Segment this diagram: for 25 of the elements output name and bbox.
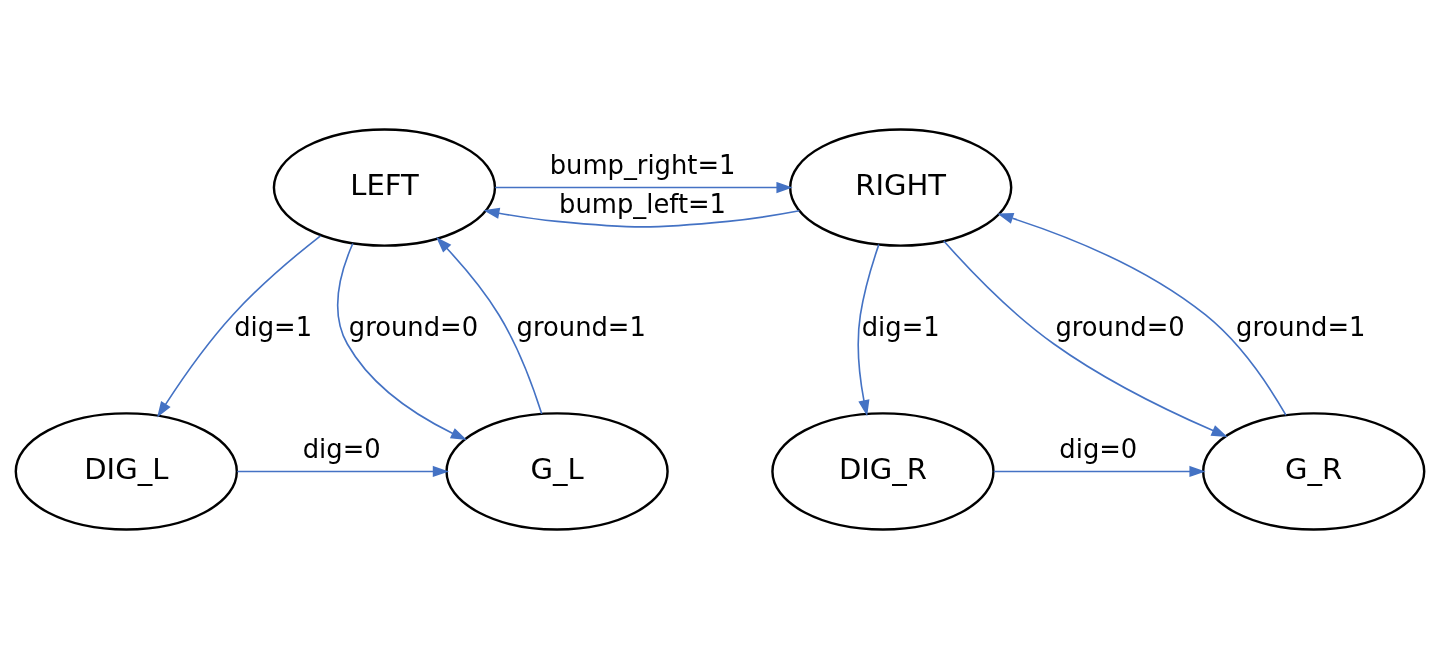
node-ellipse: LEFT — [272, 128, 497, 247]
edge-label: ground=1 — [1236, 311, 1366, 342]
arrow — [236, 465, 449, 478]
edge-label: dig=1 — [234, 311, 313, 342]
edge-label: ground=0 — [1055, 311, 1185, 342]
node-ellipse: G_R — [1201, 412, 1426, 531]
node-ellipse: DIG_L — [14, 412, 239, 531]
arrow — [494, 181, 793, 194]
arrow — [436, 237, 543, 415]
arrow — [157, 234, 322, 418]
edge-label: ground=0 — [348, 311, 479, 342]
arrow — [993, 465, 1206, 478]
edge-label: dig=0 — [1059, 434, 1138, 465]
arrow — [997, 213, 1287, 416]
edge-label: dig=1 — [861, 311, 940, 342]
node-ellipse: G_L — [445, 412, 669, 531]
arrow — [483, 207, 801, 228]
edge-label: bump_right=1 — [549, 150, 736, 181]
edge-label: bump_left=1 — [559, 189, 727, 220]
edge-label: ground=1 — [516, 311, 646, 342]
arrow — [857, 243, 880, 417]
arrow — [337, 242, 467, 441]
arrow — [943, 240, 1228, 437]
node-ellipse: DIG_R — [771, 412, 995, 531]
edge-label: dig=0 — [302, 434, 381, 465]
